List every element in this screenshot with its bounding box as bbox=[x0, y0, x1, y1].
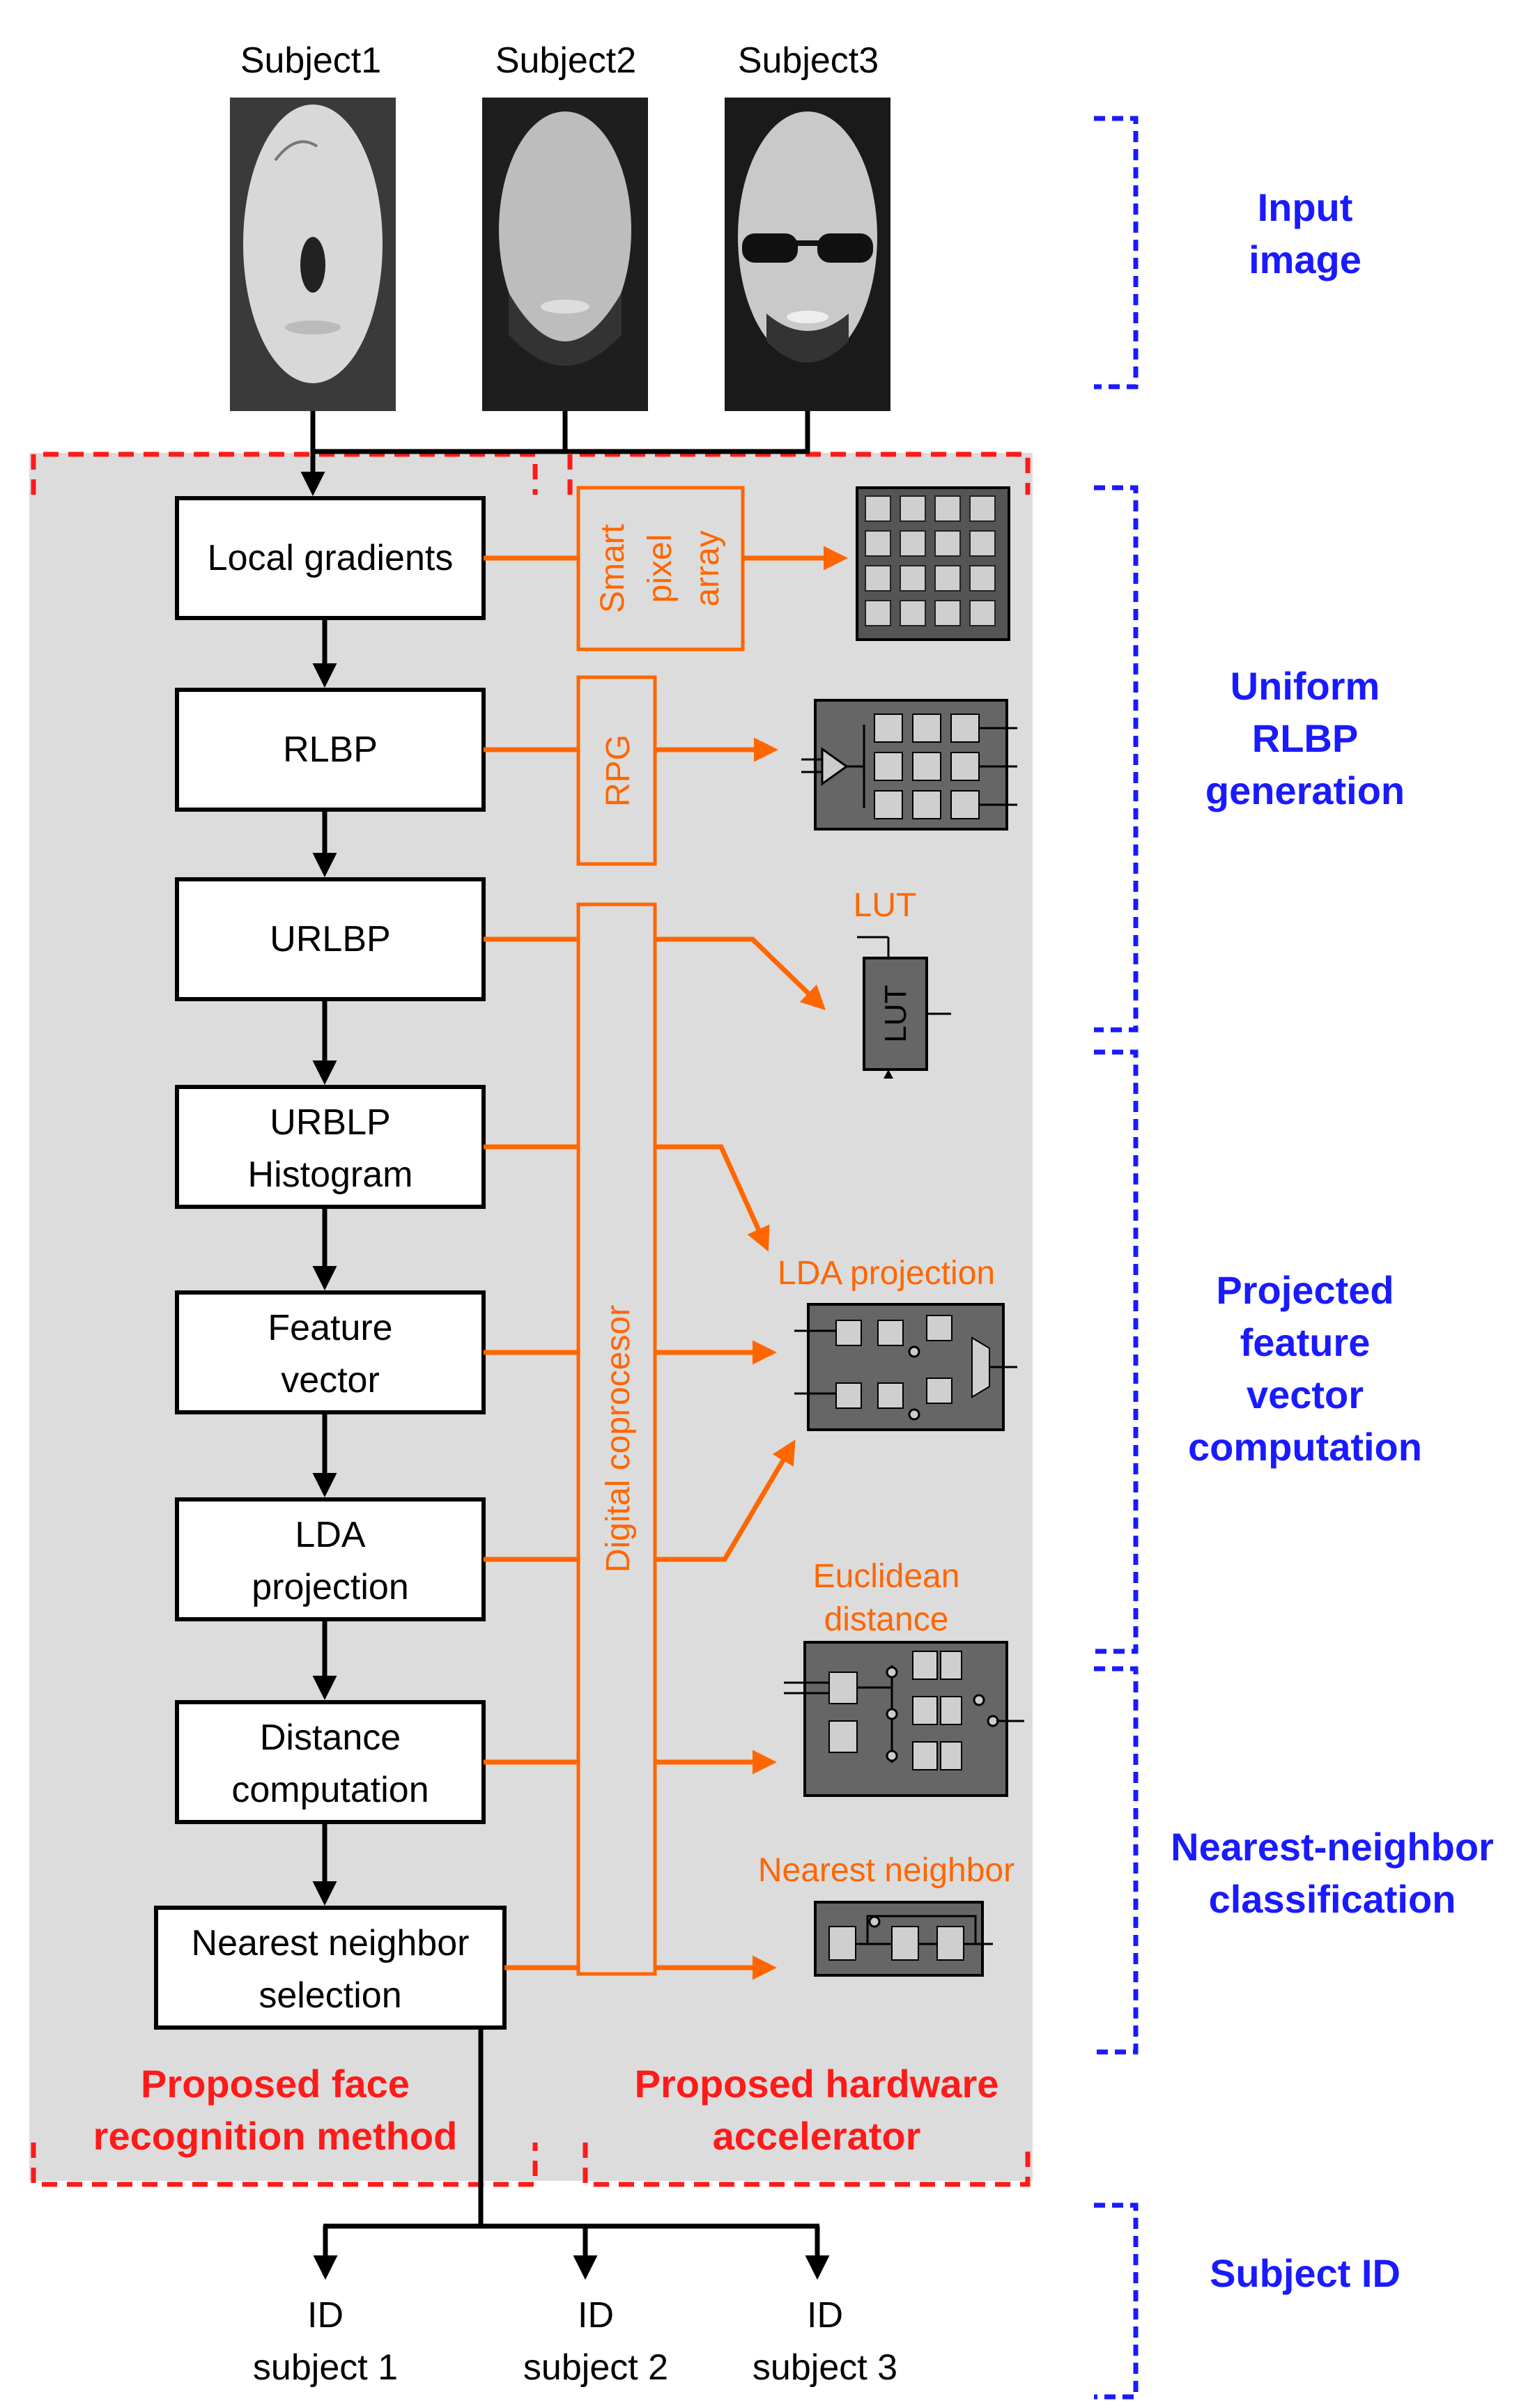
output-id-1-label-2: subject 1 bbox=[253, 2347, 398, 2388]
feature-vector-label-1: Feature bbox=[268, 1308, 392, 1348]
hardware-blocks bbox=[576, 486, 745, 1976]
lda-projection-label-1: LDA bbox=[295, 1515, 365, 1555]
lda-caption: LDA projection bbox=[778, 1255, 995, 1292]
output-id-1-label-1: ID bbox=[307, 2295, 344, 2336]
histogram-box bbox=[175, 1085, 486, 1209]
nearest-neighbor-label-1: Nearest neighbor bbox=[192, 1923, 470, 1963]
euclidean-caption-1: Euclidean bbox=[813, 1558, 960, 1595]
subject-3-label: Subject3 bbox=[738, 40, 879, 81]
output-id-2-label-1: ID bbox=[578, 2295, 614, 2336]
output-id-3-label-1: ID bbox=[807, 2295, 843, 2336]
euclidean-circuit-icon bbox=[784, 1641, 1024, 1797]
method-label-2: recognition method bbox=[93, 2114, 458, 2158]
feature-vector-label-2: vector bbox=[281, 1360, 380, 1400]
stage-projected-label-1: Projected bbox=[1216, 1268, 1394, 1312]
rlbp-box bbox=[175, 688, 486, 812]
feature-vector-box bbox=[175, 1290, 486, 1414]
distance-computation-label-1: Distance bbox=[260, 1718, 401, 1758]
stage-input-label-2: image bbox=[1249, 238, 1362, 281]
smart-pixel-label-2: pixel bbox=[642, 534, 679, 603]
euclidean-caption-2: distance bbox=[824, 1601, 949, 1638]
accelerator-label-1: Proposed hardware bbox=[635, 2062, 999, 2106]
lut-icon: LUT bbox=[857, 936, 951, 1079]
histogram-label-2: Histogram bbox=[248, 1155, 413, 1195]
nearest-neighbor-caption: Nearest neighbor bbox=[758, 1852, 1015, 1889]
pipeline: Local gradients RLBP URLBP URBLP Histogr… bbox=[154, 496, 507, 2030]
rpg-circuit-icon bbox=[801, 699, 1017, 831]
local-gradients-box bbox=[175, 496, 486, 620]
nearest-neighbor-label-2: selection bbox=[259, 1975, 401, 2016]
output-id-3-label-2: subject 3 bbox=[753, 2347, 897, 2388]
lut-caption: LUT bbox=[854, 887, 917, 924]
local-gradients-label: Local gradients bbox=[208, 538, 454, 578]
nearest-neighbor-circuit-icon bbox=[814, 1901, 993, 1977]
lda-projection-label-2: projection bbox=[252, 1567, 408, 1607]
distance-computation-label-2: computation bbox=[231, 1770, 429, 1810]
smart-pixel-label-3: array bbox=[689, 530, 726, 606]
stage-nn-label-1: Nearest-neighbor bbox=[1171, 1825, 1494, 1869]
lda-projection-box bbox=[175, 1497, 486, 1621]
stage-uniform-label-3: generation bbox=[1205, 769, 1405, 812]
method-label-1: Proposed face bbox=[141, 2062, 410, 2106]
urlbp-box bbox=[175, 877, 486, 1001]
accelerator-label-2: accelerator bbox=[713, 2114, 921, 2158]
subject-1-label: Subject1 bbox=[240, 40, 381, 81]
histogram-label-1: URBLP bbox=[270, 1102, 390, 1143]
subject-2-label: Subject2 bbox=[495, 40, 636, 81]
stage-projected-label-4: computation bbox=[1188, 1425, 1422, 1469]
subject-2-image bbox=[482, 98, 648, 411]
distance-computation-box bbox=[175, 1700, 486, 1824]
smart-pixel-array-box bbox=[576, 486, 745, 651]
output-tree bbox=[313, 2028, 830, 2280]
hardware-connections bbox=[484, 546, 848, 1980]
stage-input-label-1: Input bbox=[1258, 185, 1353, 229]
method-region-border bbox=[31, 452, 538, 2187]
smart-pixel-labels: Smart pixel array bbox=[594, 524, 726, 613]
nearest-neighbor-box bbox=[154, 1906, 507, 2030]
pixel-array-icon bbox=[856, 486, 1010, 641]
stage-projected-label-2: feature bbox=[1240, 1320, 1371, 1364]
output-id-2-label-2: subject 2 bbox=[523, 2347, 668, 2388]
subject-1-image bbox=[230, 98, 396, 411]
stage-nn-label-2: classification bbox=[1209, 1877, 1456, 1921]
stage-uniform-label-2: RLBP bbox=[1252, 716, 1358, 760]
rpg-label: RPG bbox=[600, 734, 637, 807]
digital-coprocessor-label: Digital coprocesor bbox=[600, 1305, 637, 1573]
stage-brackets bbox=[1094, 116, 1139, 2400]
input-merge-lines bbox=[300, 411, 810, 496]
lda-circuit-icon bbox=[794, 1303, 1017, 1431]
urlbp-label: URLBP bbox=[270, 919, 390, 959]
smart-pixel-label-1: Smart bbox=[594, 524, 631, 613]
stage-uniform-label-1: Uniform bbox=[1231, 664, 1380, 708]
rpg-box bbox=[576, 675, 657, 866]
digital-coprocessor-box bbox=[576, 902, 657, 1976]
stage-projected-label-3: vector bbox=[1247, 1373, 1364, 1417]
subject-3-image bbox=[725, 98, 890, 411]
stage-subject-id-label: Subject ID bbox=[1210, 2251, 1401, 2295]
rlbp-label: RLBP bbox=[283, 730, 378, 770]
lut-inner-label: LUT bbox=[879, 985, 913, 1042]
accelerator-region-border bbox=[567, 452, 1031, 2187]
